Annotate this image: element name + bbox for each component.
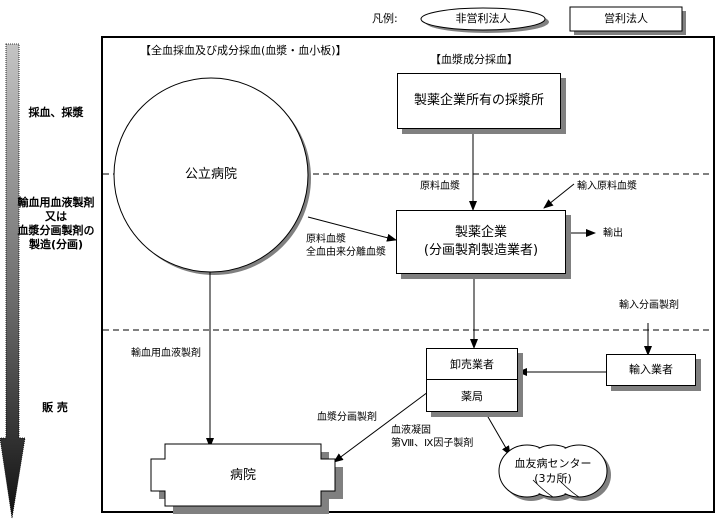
node-plasma-center: 製薬企業所有の採漿所 xyxy=(397,73,561,129)
hemophilia-center-name: 血友病センター xyxy=(514,457,592,470)
node-pharma-company: 製薬企業 (分画製剤製造業者) xyxy=(396,210,566,274)
node-pharmacy: 薬局 xyxy=(461,389,483,403)
stage-collection: 採血、採漿 xyxy=(28,106,84,119)
node-public-hospital: 公立病院 xyxy=(184,167,237,182)
stage-flow-arrow xyxy=(0,43,26,519)
public-hospital-circle xyxy=(113,77,309,273)
label-raw-plasma-whole: 原料血漿 全血由来分離血漿 xyxy=(306,233,386,259)
label-plasma-fractionated: 血漿分画製剤 xyxy=(317,412,377,423)
node-wholesaler-pharmacy: 卸売業者 薬局 xyxy=(426,348,518,412)
label-raw-plasma-whole-line-1: 原料血漿 xyxy=(306,234,346,245)
label-coagulation-factors-line-2: 第Ⅷ、Ⅸ因子製剤 xyxy=(391,438,474,449)
label-raw-plasma-whole-line-2: 全血由来分離血漿 xyxy=(306,247,386,258)
label-transfusion-products: 輸血用血液製剤 xyxy=(131,348,201,359)
label-raw-plasma: 原料血漿 xyxy=(420,181,460,192)
edge-pharmacy-to-hemophilia xyxy=(483,409,511,456)
edge-public-hospital-to-pharma xyxy=(307,216,397,242)
edge-import-plasma-to-pharma xyxy=(543,183,575,209)
main-frame xyxy=(101,36,715,513)
label-coagulation-factors-line-1: 血液凝固 xyxy=(391,425,431,436)
node-importer: 輸入業者 xyxy=(606,354,696,386)
stage-manufacturing-line-3: 血漿分画製剤の xyxy=(17,224,95,237)
legend-rect xyxy=(569,6,683,32)
hemophilia-center-count: (3カ所) xyxy=(534,472,572,485)
label-coagulation-factors: 血液凝固 第Ⅷ、Ⅸ因子製剤 xyxy=(391,424,473,450)
stage-manufacturing-line-4: 製造(分画) xyxy=(28,238,84,251)
edge-pharmacy-to-hospital xyxy=(333,391,429,463)
hospital-shape xyxy=(150,443,336,507)
plasma-header: 【血漿成分採血】 xyxy=(430,53,518,66)
whole-blood-header: 【全血採血及び成分採血(血漿・血小板)】 xyxy=(140,44,347,57)
stage-manufacturing: 輸血用血液製剤 又は 血漿分画製剤の 製造(分画) xyxy=(10,196,102,252)
legend-non-profit-label: 非営利法人 xyxy=(455,12,511,25)
pharma-company-subtitle: (分画製剤製造業者) xyxy=(423,243,539,258)
node-hemophilia-center: 血友病センター (3カ所) xyxy=(500,456,606,486)
stage-sales: 販 売 xyxy=(42,401,68,414)
label-imported-fractionated: 輸入分画製剤 xyxy=(619,300,679,311)
legend-for-profit-label: 営利法人 xyxy=(604,12,648,25)
pharma-company-name: 製薬企業 xyxy=(454,225,507,240)
label-imported-raw-plasma: 輸入原料血漿 xyxy=(577,181,637,192)
legend-prefix: 凡例: xyxy=(372,12,398,25)
stage-manufacturing-line-1: 輸血用血液製剤 xyxy=(17,196,95,209)
label-export: 輸出 xyxy=(603,228,623,239)
node-hospital: 病院 xyxy=(229,468,256,483)
legend-ellipse xyxy=(420,7,546,31)
stage-manufacturing-line-2: 又は xyxy=(45,210,67,223)
node-wholesaler: 卸売業者 xyxy=(427,349,517,380)
